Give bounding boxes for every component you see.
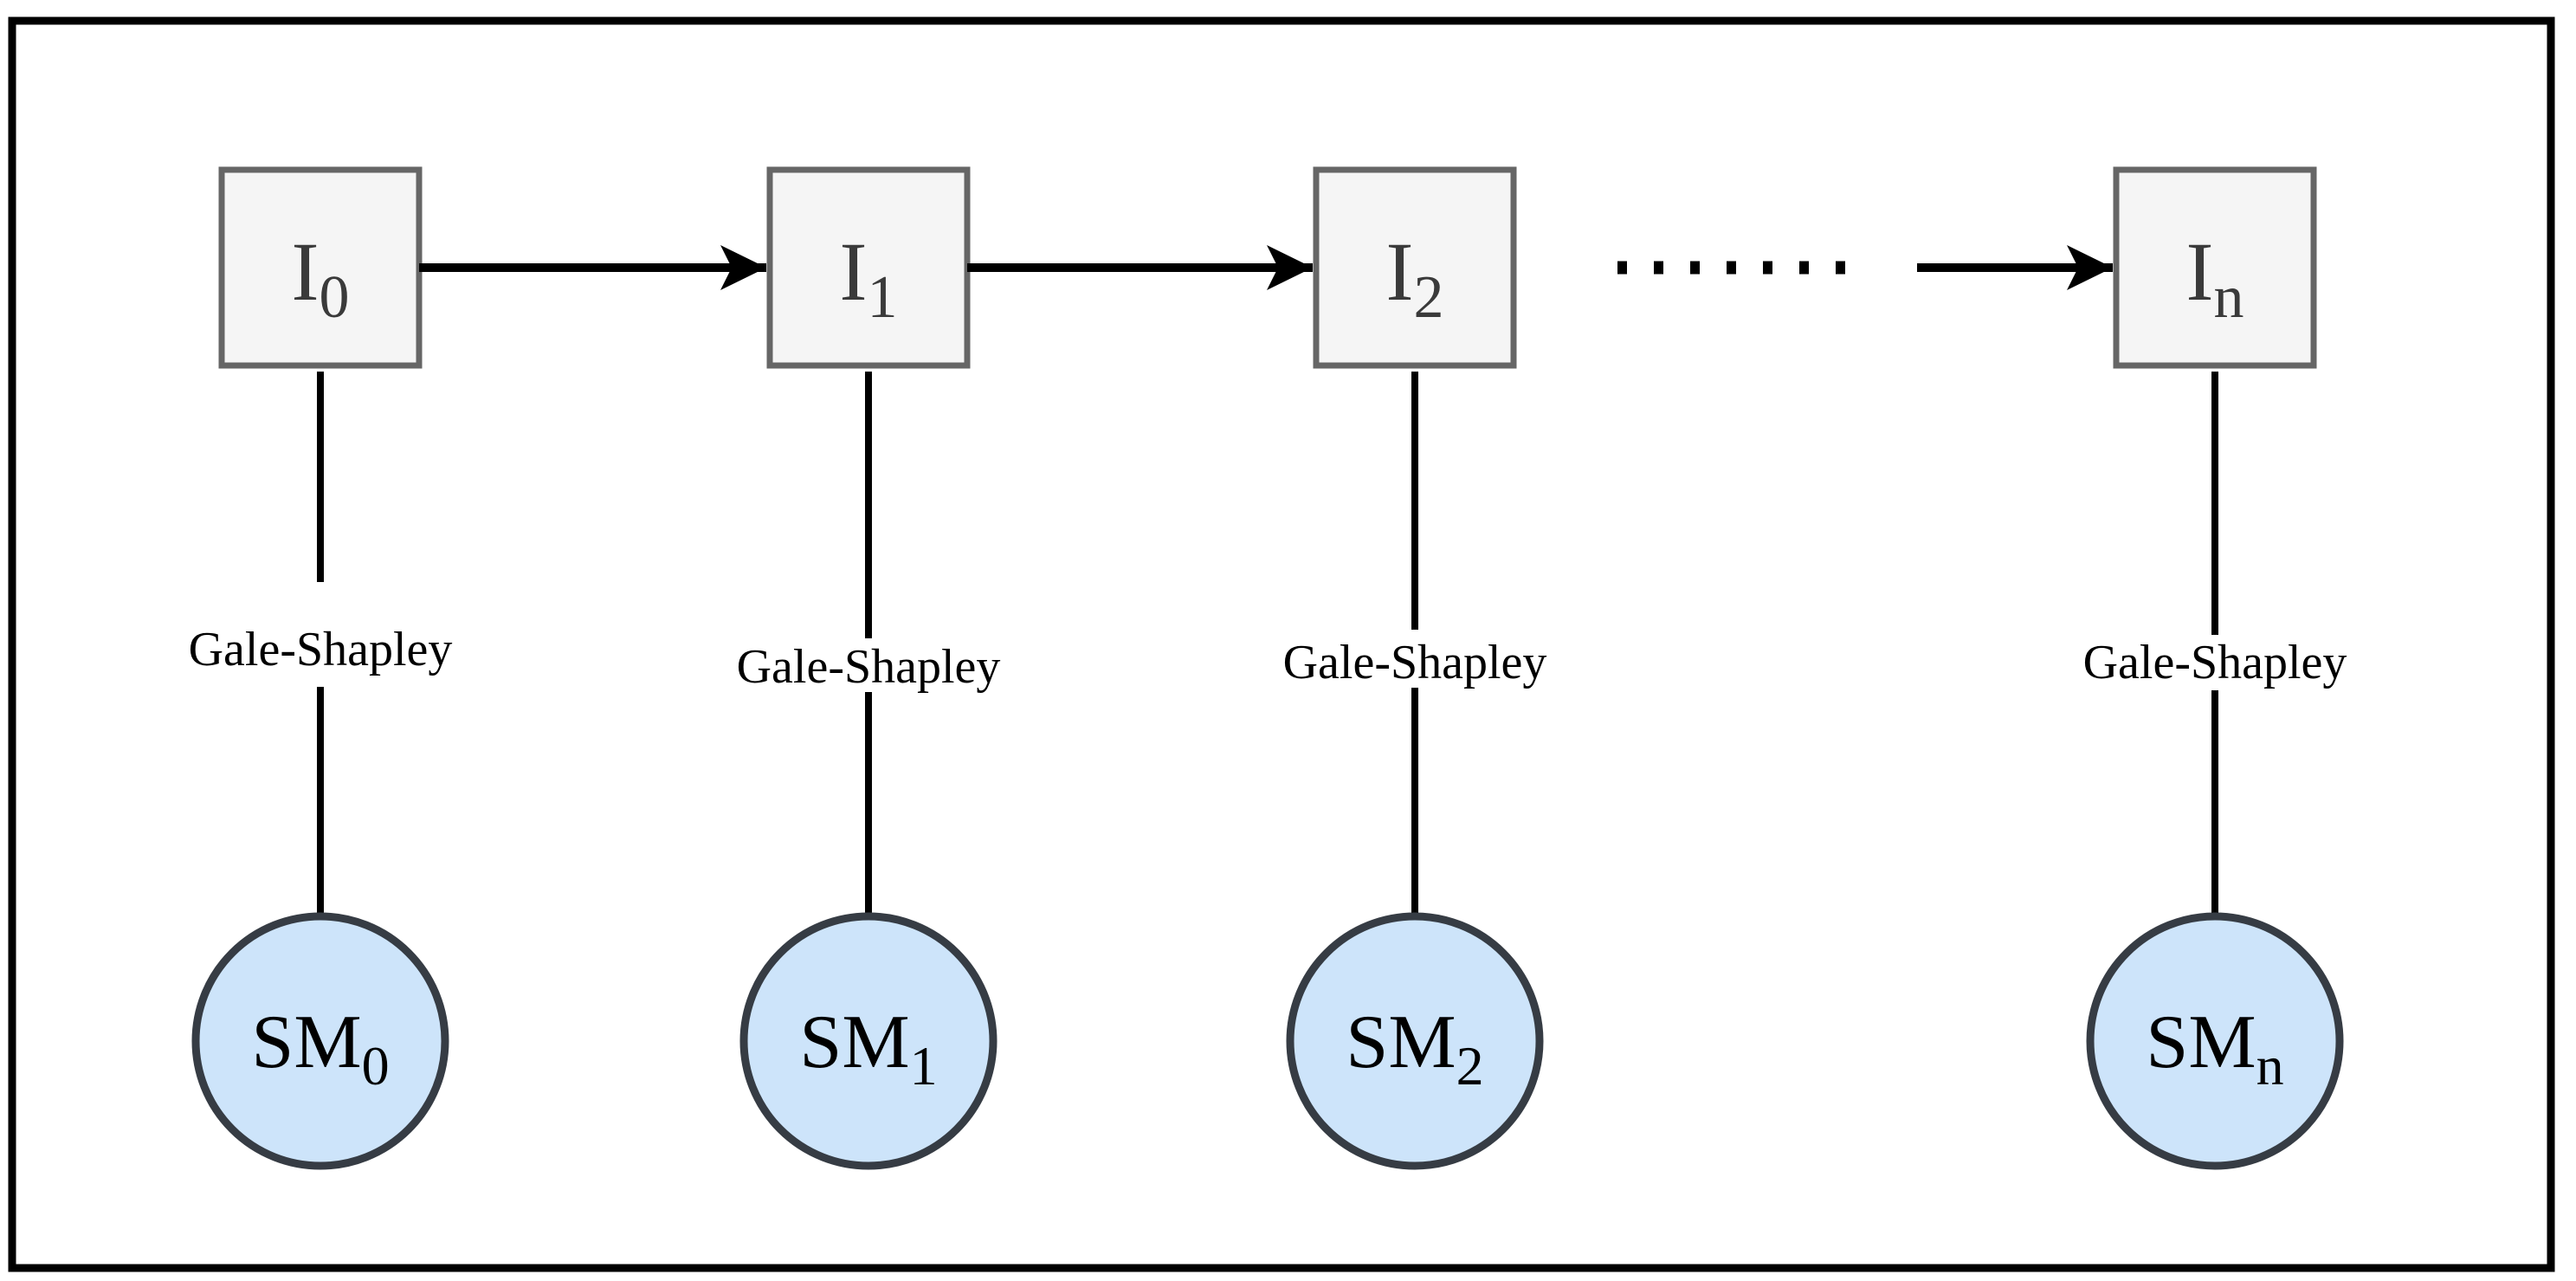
instance-subscript-i2: 2: [1413, 264, 1443, 331]
circle-subscript-sm0: 0: [362, 1035, 390, 1097]
instance-subscript-i0: 0: [319, 264, 349, 331]
circle-label-sm2: SM2: [1346, 1000, 1483, 1097]
pipeline-stage-n: In Gale-Shapley SMn: [2083, 166, 2347, 1170]
instance-box-i1: [766, 166, 971, 369]
instance-box-in: [2113, 166, 2317, 369]
instance-subscript-i1: 1: [867, 264, 897, 331]
circle-label-sm1: SM1: [799, 1000, 937, 1097]
instance-subscript-in: n: [2213, 264, 2244, 331]
circle-subscript-sm1: 1: [910, 1035, 938, 1097]
circle-subscript-smn: n: [2256, 1035, 2284, 1097]
pipeline-stage-2: I2 Gale-Shapley SM2: [1283, 166, 1547, 1170]
circle-label-smn: SMn: [2146, 1000, 2283, 1097]
instance-box-label-i1: I1: [840, 225, 898, 331]
stable-matching-circle-sm2: [1286, 912, 1544, 1170]
edge-label-1: Gale-Shapley: [737, 640, 1001, 694]
instance-box-label-i2: I2: [1386, 225, 1444, 331]
stable-matching-circle-sm0: [191, 912, 449, 1170]
edge-label-2: Gale-Shapley: [1283, 636, 1547, 689]
instance-box-label-in: In: [2186, 225, 2244, 331]
edge-label-0: Gale-Shapley: [189, 623, 453, 676]
circle-label-sm0: SM0: [251, 1000, 389, 1097]
stable-matching-circle-sm1: [739, 912, 997, 1170]
instance-box-i0: [218, 166, 423, 369]
stable-matching-circle-smn: [2086, 912, 2344, 1170]
edge-label-n: Gale-Shapley: [2083, 636, 2347, 689]
circle-subscript-sm2: 2: [1456, 1035, 1484, 1097]
pipeline-stage-0: I0 Gale-Shapley SM0: [189, 166, 453, 1170]
instance-box-label-i0: I0: [292, 225, 350, 331]
outer-frame: [8, 16, 2555, 1272]
pipeline-stage-1: I1 Gale-Shapley SM1: [737, 166, 1001, 1170]
instance-box-i2: [1313, 166, 1517, 369]
